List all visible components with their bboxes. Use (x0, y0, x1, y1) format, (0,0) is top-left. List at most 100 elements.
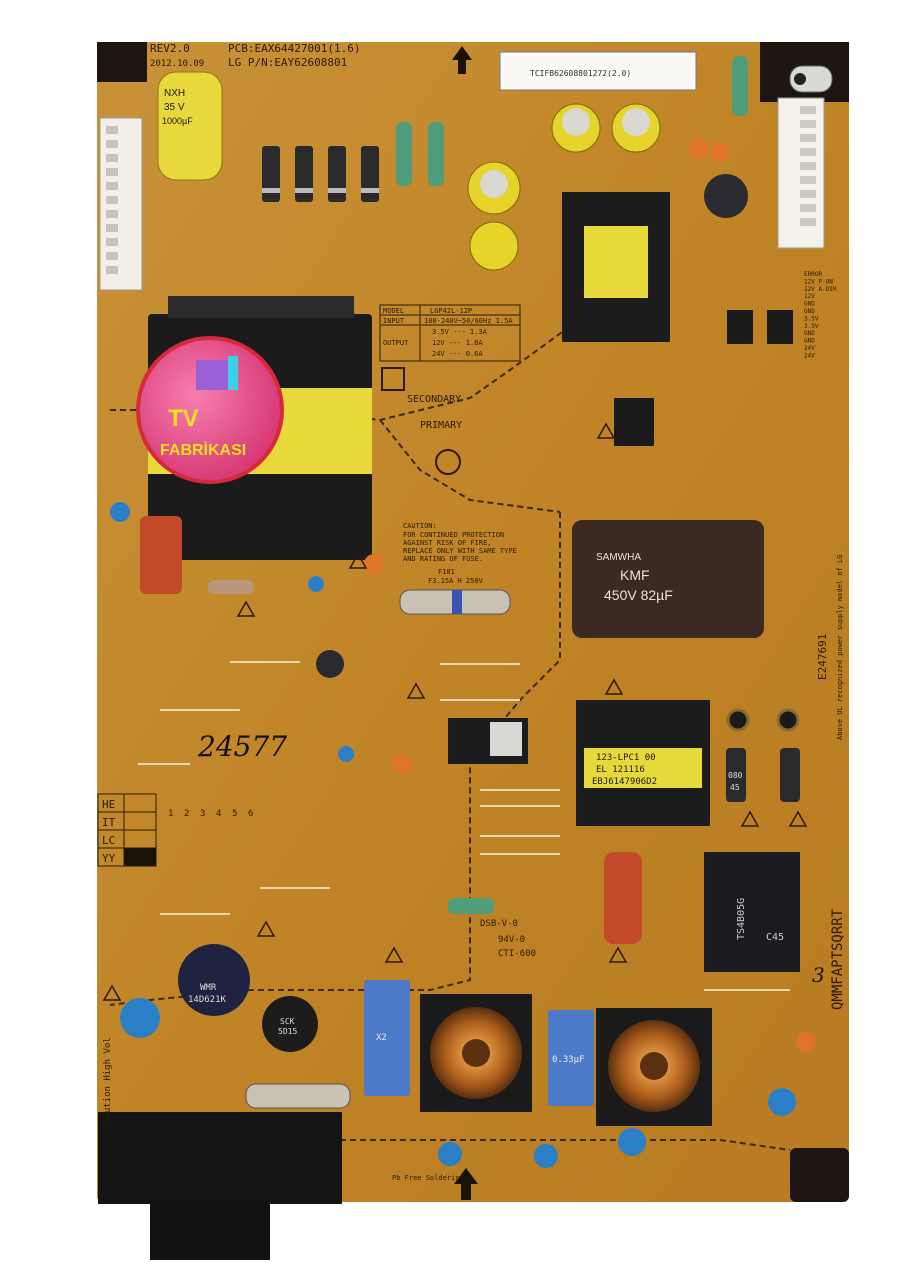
model-label: MODEL (383, 307, 404, 315)
diode-row-top (262, 146, 379, 202)
cap-yellow-2 (469, 221, 519, 271)
checklist-number: 3 (200, 809, 205, 819)
checklist-lc: LC (102, 834, 115, 847)
thermistor-label-2: 5D15 (278, 1027, 297, 1036)
bridge-bd101 (704, 852, 800, 972)
cap-1000uf-value: 1000µF (162, 116, 193, 126)
caution-line-4: REPLACE ONLY WITH SAME TYPE (403, 547, 517, 555)
flam-2: 94V-0 (498, 935, 525, 945)
bridge-label-1: TS4B05G (736, 898, 747, 940)
barcode-sticker (499, 51, 697, 91)
input-label: INPUT (383, 317, 405, 325)
cap-blue-small-3 (338, 746, 354, 762)
xcap-102 (548, 1010, 594, 1106)
output-row-1: 3.5V --- 1.3A (432, 328, 488, 336)
mount-corner-br (790, 1148, 849, 1202)
metal-tab-hole (794, 73, 806, 85)
input-value: 100-240V~50/60Hz 1.5A (424, 317, 513, 325)
cap-orange-2 (710, 142, 730, 162)
pin-label: GND (804, 308, 815, 315)
resistor-green-3 (732, 56, 748, 116)
cap-black-c202 (704, 174, 748, 218)
cap-yellow-1-top (480, 170, 508, 198)
cap-orange-5 (796, 1032, 816, 1052)
cap-blue-large-1 (120, 998, 160, 1038)
mount-hole-2 (776, 708, 800, 732)
watermark-logo-bar-2 (228, 356, 238, 390)
pin-label: GND (804, 330, 815, 337)
diode-d602 (780, 748, 800, 802)
watermark-logo (136, 336, 284, 484)
ul-number: E247691 (816, 634, 829, 680)
cap-blue-small-4 (438, 1142, 462, 1166)
diode-label-2: 45 (730, 783, 740, 792)
watermark-line2: FABRİKASI (160, 441, 246, 459)
l601-label-3: EBJ6147906D2 (592, 777, 657, 787)
fuse-f101-band (452, 590, 462, 614)
resistor-green-4 (448, 898, 494, 914)
cap-orange-3 (364, 554, 384, 574)
connector-left-slots (106, 126, 118, 274)
cap-yellow-3-top (562, 108, 590, 136)
varistor-label-2: 14D621K (188, 995, 227, 1005)
cap-yellow-4-top (622, 108, 650, 136)
cap-blue-small-6 (618, 1128, 646, 1156)
xcap-label-1: X2 (376, 1033, 387, 1043)
watermark-line1: TV (168, 405, 199, 432)
regulator-tab (490, 722, 522, 756)
part-label: LG P/N:EAY62608801 (228, 56, 347, 69)
checklist-fill (124, 848, 156, 866)
barcode-text: TCIFB62608801272(2.0) (530, 69, 631, 78)
fuse-label: F101 (438, 568, 455, 576)
diode-d601 (726, 748, 746, 802)
checklist-number: 6 (248, 809, 253, 819)
l601-label-1: 123-LPC1 00 (596, 753, 656, 763)
pin-label: 24V (804, 345, 815, 352)
checklist-number: 2 (184, 809, 189, 819)
cap-orange-1 (688, 138, 708, 158)
caution-high: Caution High Vol (103, 1037, 113, 1124)
choke-lf101-center (462, 1039, 490, 1067)
fuse-rating: F3.15A H 250V (428, 577, 484, 585)
cap-1000uf-volt: 35 V (164, 102, 185, 113)
varistor-label-1: WMR (200, 983, 217, 993)
pin-label: 12V P-ON (804, 278, 833, 285)
caution-line-1: CAUTION: (403, 522, 437, 530)
pb-free: Pb Free Soldering (392, 1174, 464, 1182)
cap-blue-small-1 (110, 502, 130, 522)
rev-label: REV2.0 (150, 42, 190, 55)
flam-3: CTI-600 (498, 949, 536, 959)
ul-note: Above UL recognized power supply model o… (836, 555, 844, 740)
pin-label: 3.5V (804, 315, 819, 322)
transformer-l601-label (584, 748, 702, 788)
cap-1000uf-brand: NXH (164, 88, 185, 99)
handwritten-number: 24577 (197, 730, 287, 763)
model-table (379, 304, 521, 362)
pin-label: ERROR (804, 271, 822, 278)
connector-p301-slots (800, 106, 816, 226)
bulk-cap-series: KMF (620, 567, 650, 583)
diode-label-1: 080 (728, 771, 743, 780)
flam-1: DSB-V-0 (480, 919, 518, 929)
resistor-green-2 (428, 122, 444, 186)
fuse-bottom (245, 1083, 351, 1109)
cap-orange-4 (392, 754, 412, 774)
l601-label-2: EL 121116 (596, 765, 645, 775)
earth-box (381, 367, 405, 391)
ac-socket-plug (150, 1200, 270, 1260)
thermistor (262, 996, 318, 1052)
resistor-brown (208, 580, 254, 594)
cap-blue-small-5 (534, 1144, 558, 1168)
pin-label: GND (804, 338, 815, 345)
cap-blue-small-2 (308, 576, 324, 592)
checklist-number: 1 (168, 809, 173, 819)
cap-red-bd (604, 852, 642, 944)
ic-501 (614, 398, 654, 446)
choke-lf102-center (640, 1052, 668, 1080)
bridge-label-2: C45 (766, 932, 784, 943)
caution-line-3: AGAINST RISK OF FIRE, (403, 539, 492, 547)
model-value: LGP42L-12P (430, 307, 472, 315)
